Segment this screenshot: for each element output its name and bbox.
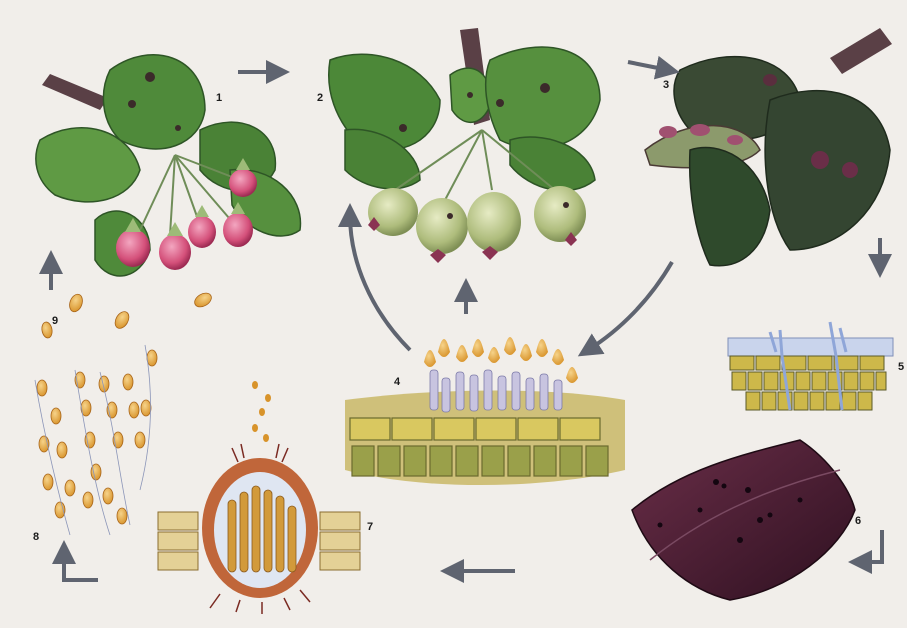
- scab-spot: [540, 83, 550, 93]
- arrow-5-to-6: [860, 530, 882, 562]
- cells: [730, 356, 886, 410]
- ascospores: [37, 350, 157, 524]
- leaf: [690, 148, 770, 266]
- cuticle-layer: [728, 338, 893, 356]
- scab-lesion: [842, 162, 858, 178]
- stage-label-7: 7: [367, 521, 373, 533]
- scab-lesion: [811, 151, 829, 169]
- stage-label-3: 3: [663, 79, 669, 91]
- stage-4-conidia-tissue: [345, 337, 625, 485]
- young-fruit: [416, 198, 468, 254]
- young-fruit: [467, 192, 521, 252]
- released-spores: [252, 381, 271, 442]
- arrow-2-to-3: [628, 62, 668, 70]
- young-fruit: [534, 186, 586, 242]
- stage-label-1: 1: [216, 92, 222, 104]
- blossom-bud: [116, 229, 150, 267]
- stage-6-fallen-leaf: [632, 440, 855, 600]
- scab-spot: [128, 100, 136, 108]
- scab-spot: [563, 202, 569, 208]
- scab-spot: [175, 125, 181, 131]
- ascospores: [41, 290, 214, 338]
- scab-spot: [399, 124, 407, 132]
- blossom-bud: [223, 213, 253, 247]
- scab-lesion: [727, 135, 743, 145]
- leaf: [103, 55, 205, 149]
- stage-3-infected-leaves: [645, 28, 892, 266]
- scab-spot: [447, 213, 453, 219]
- twig: [42, 74, 108, 110]
- scab-spot: [145, 72, 155, 82]
- dead-leaf: [632, 440, 855, 600]
- leaf: [765, 91, 890, 250]
- stage-5-tissue-hyphae: [728, 322, 893, 410]
- stage-label-6: 6: [855, 515, 861, 527]
- scab-spot: [467, 92, 473, 98]
- blossom-bud: [229, 169, 257, 197]
- scab-lesion: [690, 124, 710, 136]
- stage-7-pseudothecium: [158, 381, 360, 614]
- stage-label-5: 5: [898, 361, 904, 373]
- scab-spot: [496, 99, 504, 107]
- arrow-3-to-4: [588, 262, 672, 350]
- stage-9-loose-spores: [41, 290, 214, 338]
- arrow-4-to-2-curve: [350, 215, 410, 350]
- stage-8-ascospores: [35, 345, 157, 535]
- blossom-bud: [159, 234, 191, 270]
- scab-lesion: [763, 74, 777, 86]
- stage-1-blossom-branch: [36, 55, 301, 276]
- stage-label-4: 4: [394, 376, 400, 388]
- arrow-7-to-8: [64, 552, 98, 580]
- blossom-bud: [188, 216, 216, 248]
- stage-label-9: 9: [52, 315, 58, 327]
- twig: [830, 28, 892, 74]
- stage-label-2: 2: [317, 92, 323, 104]
- scab-lesion: [659, 126, 677, 138]
- stage-label-8: 8: [33, 531, 39, 543]
- stage-2-fruit-branch: [329, 28, 600, 263]
- leaf: [486, 47, 600, 149]
